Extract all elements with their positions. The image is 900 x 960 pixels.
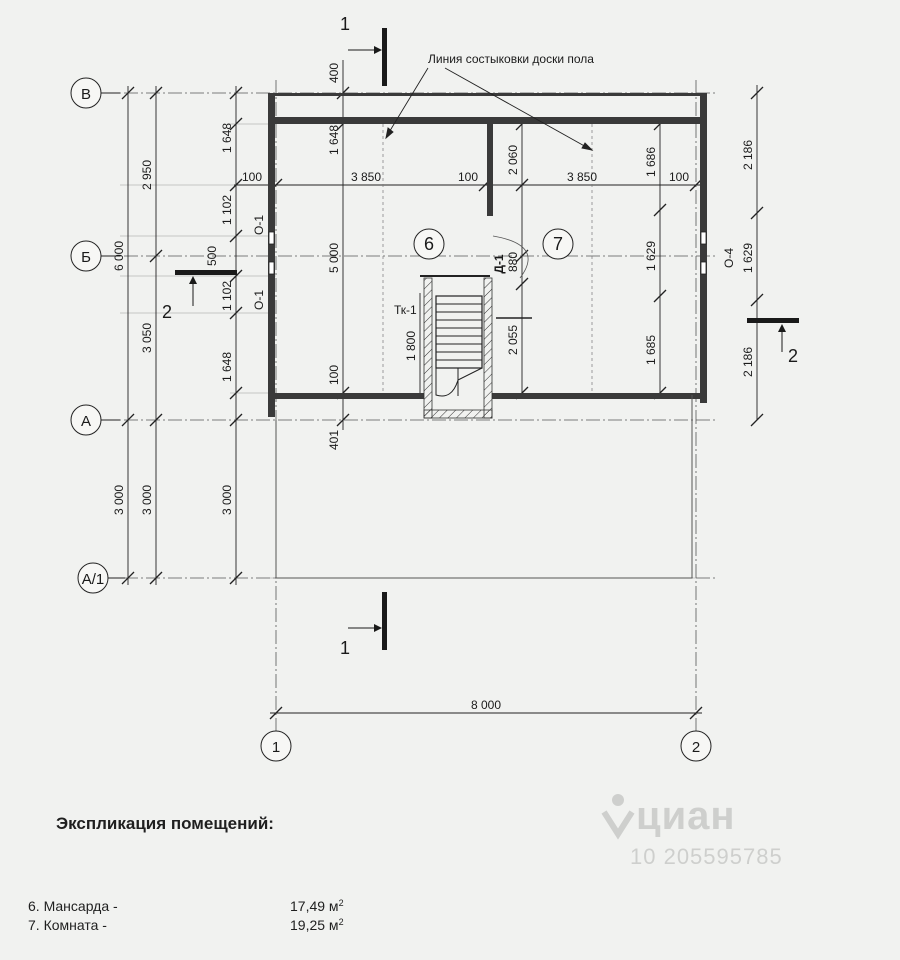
dim-3850-a: 3 850 bbox=[351, 170, 381, 184]
dim-3000-outer: 3 000 bbox=[112, 485, 126, 515]
dim-1686: 1 686 bbox=[644, 147, 658, 177]
floor-plan-drawing: В Б А А/1 1 2 6 7 1 1 2 2 Линия состыков… bbox=[70, 14, 799, 762]
door-label-d1: Д-1 bbox=[492, 254, 506, 274]
windows bbox=[268, 231, 707, 275]
left-dimension-lines bbox=[121, 86, 243, 585]
dim-100-b: 100 bbox=[458, 170, 478, 184]
dim-500: 500 bbox=[205, 246, 219, 266]
door-swing bbox=[492, 235, 529, 279]
dim-2186-top: 2 186 bbox=[741, 140, 755, 170]
dim-1102-top: 1 102 bbox=[220, 195, 234, 225]
floor-joint-callout: Линия состыковки доски пола bbox=[428, 52, 594, 66]
dim-1648-inner: 1 648 bbox=[327, 125, 341, 155]
section-label-2-left: 2 bbox=[162, 302, 172, 322]
dim-100-left: 100 bbox=[327, 365, 341, 385]
room-area: 19,25 м2 bbox=[290, 917, 344, 933]
axis-label-b: Б bbox=[81, 249, 91, 266]
axis-label-a: А bbox=[81, 413, 91, 430]
dim-1648-top: 1 648 bbox=[220, 123, 234, 153]
watermark: циан 10 205595785 bbox=[600, 780, 840, 890]
section-label-1-top: 1 bbox=[340, 14, 350, 34]
dim-401: 401 bbox=[327, 430, 341, 450]
room-name: 6. Мансарда - bbox=[28, 898, 118, 914]
dim-1102-bottom: 1 102 bbox=[220, 281, 234, 311]
dim-3850-b: 3 850 bbox=[567, 170, 597, 184]
walls bbox=[268, 93, 707, 417]
stair-label-tk1: Тк-1 bbox=[394, 303, 417, 317]
dim-1800: 1 800 bbox=[404, 331, 418, 361]
room-name: 7. Комната - bbox=[28, 917, 107, 933]
axis-bubbles bbox=[70, 77, 712, 762]
axis-label-2: 2 bbox=[692, 739, 700, 756]
room-number-7: 7 bbox=[553, 234, 563, 254]
dim-100-c: 100 bbox=[669, 170, 689, 184]
dim-1648-bottom: 1 648 bbox=[220, 352, 234, 382]
dim-2060: 2 060 bbox=[506, 145, 520, 175]
dim-3000-mid: 3 000 bbox=[140, 485, 154, 515]
dim-6000: 6 000 bbox=[112, 241, 126, 271]
roof-outline bbox=[275, 395, 693, 579]
watermark-id: 10 205595785 bbox=[630, 844, 783, 869]
stairwell bbox=[420, 275, 532, 419]
dim-5000: 5 000 bbox=[327, 243, 341, 273]
dim-1629-right: 1 629 bbox=[741, 243, 755, 273]
dim-100-a: 100 bbox=[242, 170, 262, 184]
dim-2186-bottom: 2 186 bbox=[741, 347, 755, 377]
section-label-2-right: 2 bbox=[788, 346, 798, 366]
dim-2055: 2 055 bbox=[506, 325, 520, 355]
callout-leaders bbox=[385, 67, 594, 151]
axis-label-a1: А/1 bbox=[82, 571, 105, 588]
axis-label-1: 1 bbox=[272, 739, 280, 756]
floor-joint-lines bbox=[382, 124, 593, 393]
window-label-o4: О-4 bbox=[722, 248, 736, 268]
location-pin-icon bbox=[601, 794, 635, 840]
explication-title: Экспликация помещений: bbox=[56, 814, 274, 833]
window-label-o1-top: О-1 bbox=[252, 215, 266, 235]
section-label-1-bottom: 1 bbox=[340, 638, 350, 658]
dim-400: 400 bbox=[327, 63, 341, 83]
watermark-brand: циан bbox=[636, 794, 736, 838]
dim-3050: 3 050 bbox=[140, 323, 154, 353]
dim-3000-inner: 3 000 bbox=[220, 485, 234, 515]
window-label-o1-bottom: О-1 bbox=[252, 290, 266, 310]
inner-dimension-lines bbox=[234, 60, 764, 720]
room-number-6: 6 bbox=[424, 234, 434, 254]
axis-lines bbox=[102, 80, 715, 732]
section-markers bbox=[175, 28, 799, 650]
dim-1629-inner: 1 629 bbox=[644, 241, 658, 271]
axis-label-v: В bbox=[81, 86, 91, 103]
dim-2950: 2 950 bbox=[140, 160, 154, 190]
dim-880: 880 bbox=[506, 252, 520, 272]
dim-8000: 8 000 bbox=[471, 698, 501, 712]
room-area: 17,49 м2 bbox=[290, 898, 344, 914]
dim-1685: 1 685 bbox=[644, 335, 658, 365]
